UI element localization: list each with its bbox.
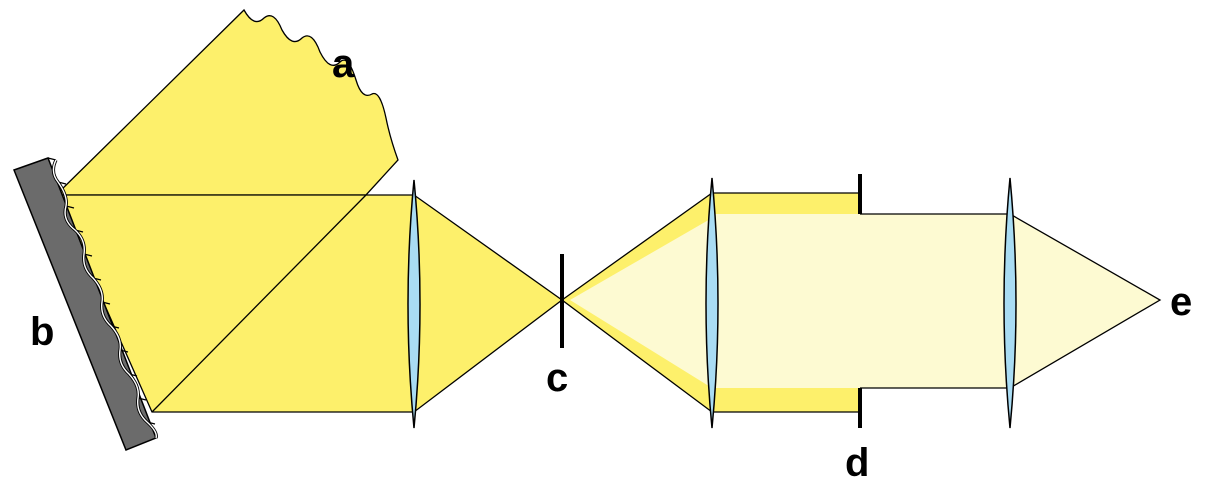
label-d: d xyxy=(845,441,870,485)
lens-2 xyxy=(705,177,719,429)
label-c: c xyxy=(546,356,569,400)
label-e: e xyxy=(1170,280,1193,324)
lens-3 xyxy=(1003,177,1017,429)
converging-cone xyxy=(413,193,564,414)
beam-edge-diagonal xyxy=(151,194,367,413)
collimated-beam-filtered xyxy=(712,214,1010,388)
incoming-beam-a xyxy=(54,8,399,196)
final-cone xyxy=(1009,212,1162,390)
diverging-cone-filtered xyxy=(570,218,712,388)
lens-1 xyxy=(407,179,421,429)
label-a: a xyxy=(332,42,355,86)
deformable-mirror-b xyxy=(13,157,158,451)
label-b: b xyxy=(30,310,55,354)
